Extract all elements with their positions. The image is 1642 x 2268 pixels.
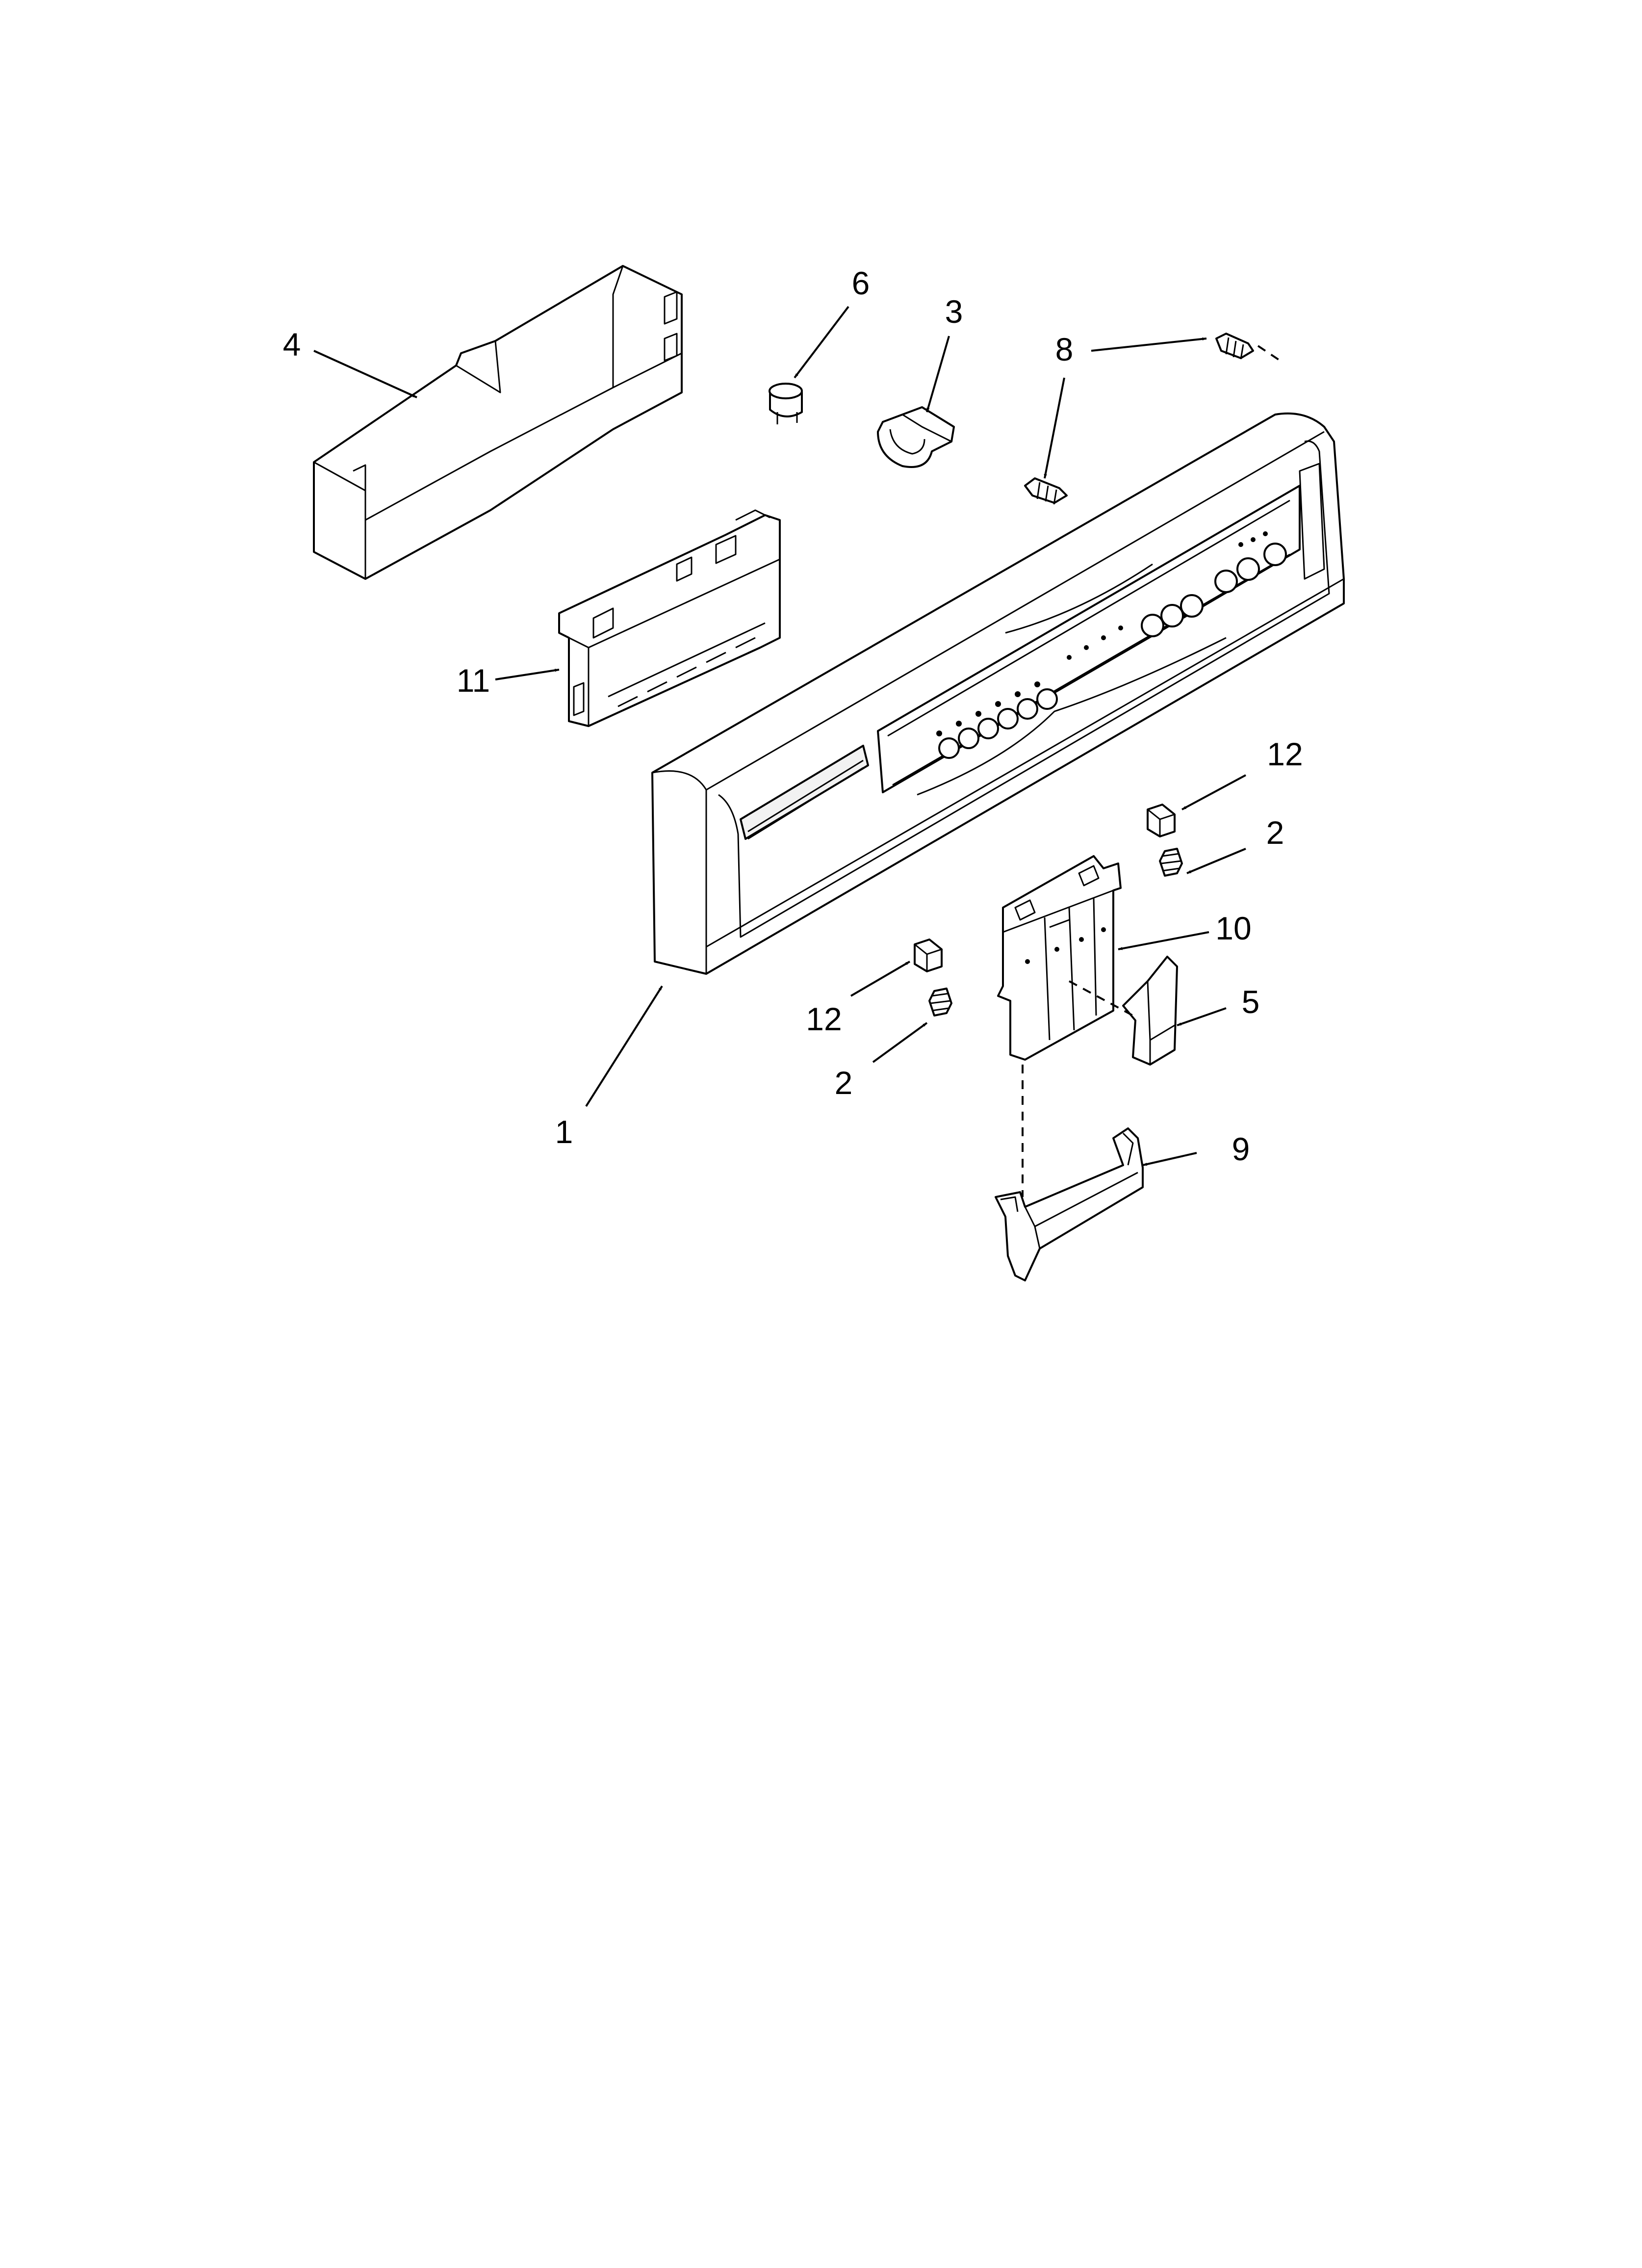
callout-10: 10 <box>1215 910 1251 946</box>
leader-12-upper <box>1181 774 1246 810</box>
callout-3: 3 <box>945 293 963 330</box>
callout-2-lower: 2 <box>835 1065 853 1101</box>
part-2-screw-upper <box>1159 848 1183 877</box>
callout-2-upper: 2 <box>1266 814 1284 851</box>
callout-12-lower: 12 <box>806 1001 842 1037</box>
part-12-connector-upper <box>1147 804 1176 837</box>
part-11-control-board <box>558 509 781 727</box>
leader-2-lower <box>872 1022 928 1063</box>
leader-1 <box>585 985 663 1107</box>
leader-6 <box>794 306 849 379</box>
part-6-button <box>769 383 803 424</box>
part-1-control-console <box>651 412 1345 975</box>
leader-4 <box>313 350 417 398</box>
part-2-screw-lower <box>928 988 952 1017</box>
part-10-bracket <box>997 855 1122 1061</box>
callout-1: 1 <box>555 1114 573 1150</box>
assembly-line-10-to-5 <box>1069 980 1133 1017</box>
callout-12-upper: 12 <box>1267 736 1303 772</box>
callout-8: 8 <box>1055 331 1074 367</box>
callout-5: 5 <box>1242 984 1260 1020</box>
callout-4: 4 <box>283 326 301 363</box>
part-8-screw-upper <box>1215 333 1254 360</box>
leader-10 <box>1118 931 1209 950</box>
callout-9: 9 <box>1232 1131 1250 1167</box>
leader-5 <box>1177 1007 1227 1026</box>
leader-11 <box>495 669 560 680</box>
console-buttons-left <box>936 681 1058 759</box>
part-8-screw-lower <box>1024 477 1068 505</box>
console-buttons-middle <box>1141 594 1204 637</box>
callout-6: 6 <box>852 265 870 301</box>
leader-8-upper <box>1091 337 1207 352</box>
part-12-connector-lower <box>914 938 943 972</box>
leader-12-lower <box>850 961 911 997</box>
leader-2-upper <box>1186 848 1246 874</box>
part-9-bracket <box>995 1127 1144 1281</box>
console-indicator-dots <box>1067 626 1123 660</box>
callout-11: 11 <box>457 662 490 699</box>
leader-9 <box>1142 1152 1197 1166</box>
part-3-clip <box>877 406 955 468</box>
part-4-panel-cover <box>313 265 683 580</box>
leader-8-lower <box>1044 377 1065 479</box>
assembly-line-screw-8 <box>1257 345 1281 362</box>
part-5-latch <box>1122 956 1178 1066</box>
console-buttons-right <box>1214 531 1287 593</box>
leader-3 <box>926 336 950 413</box>
